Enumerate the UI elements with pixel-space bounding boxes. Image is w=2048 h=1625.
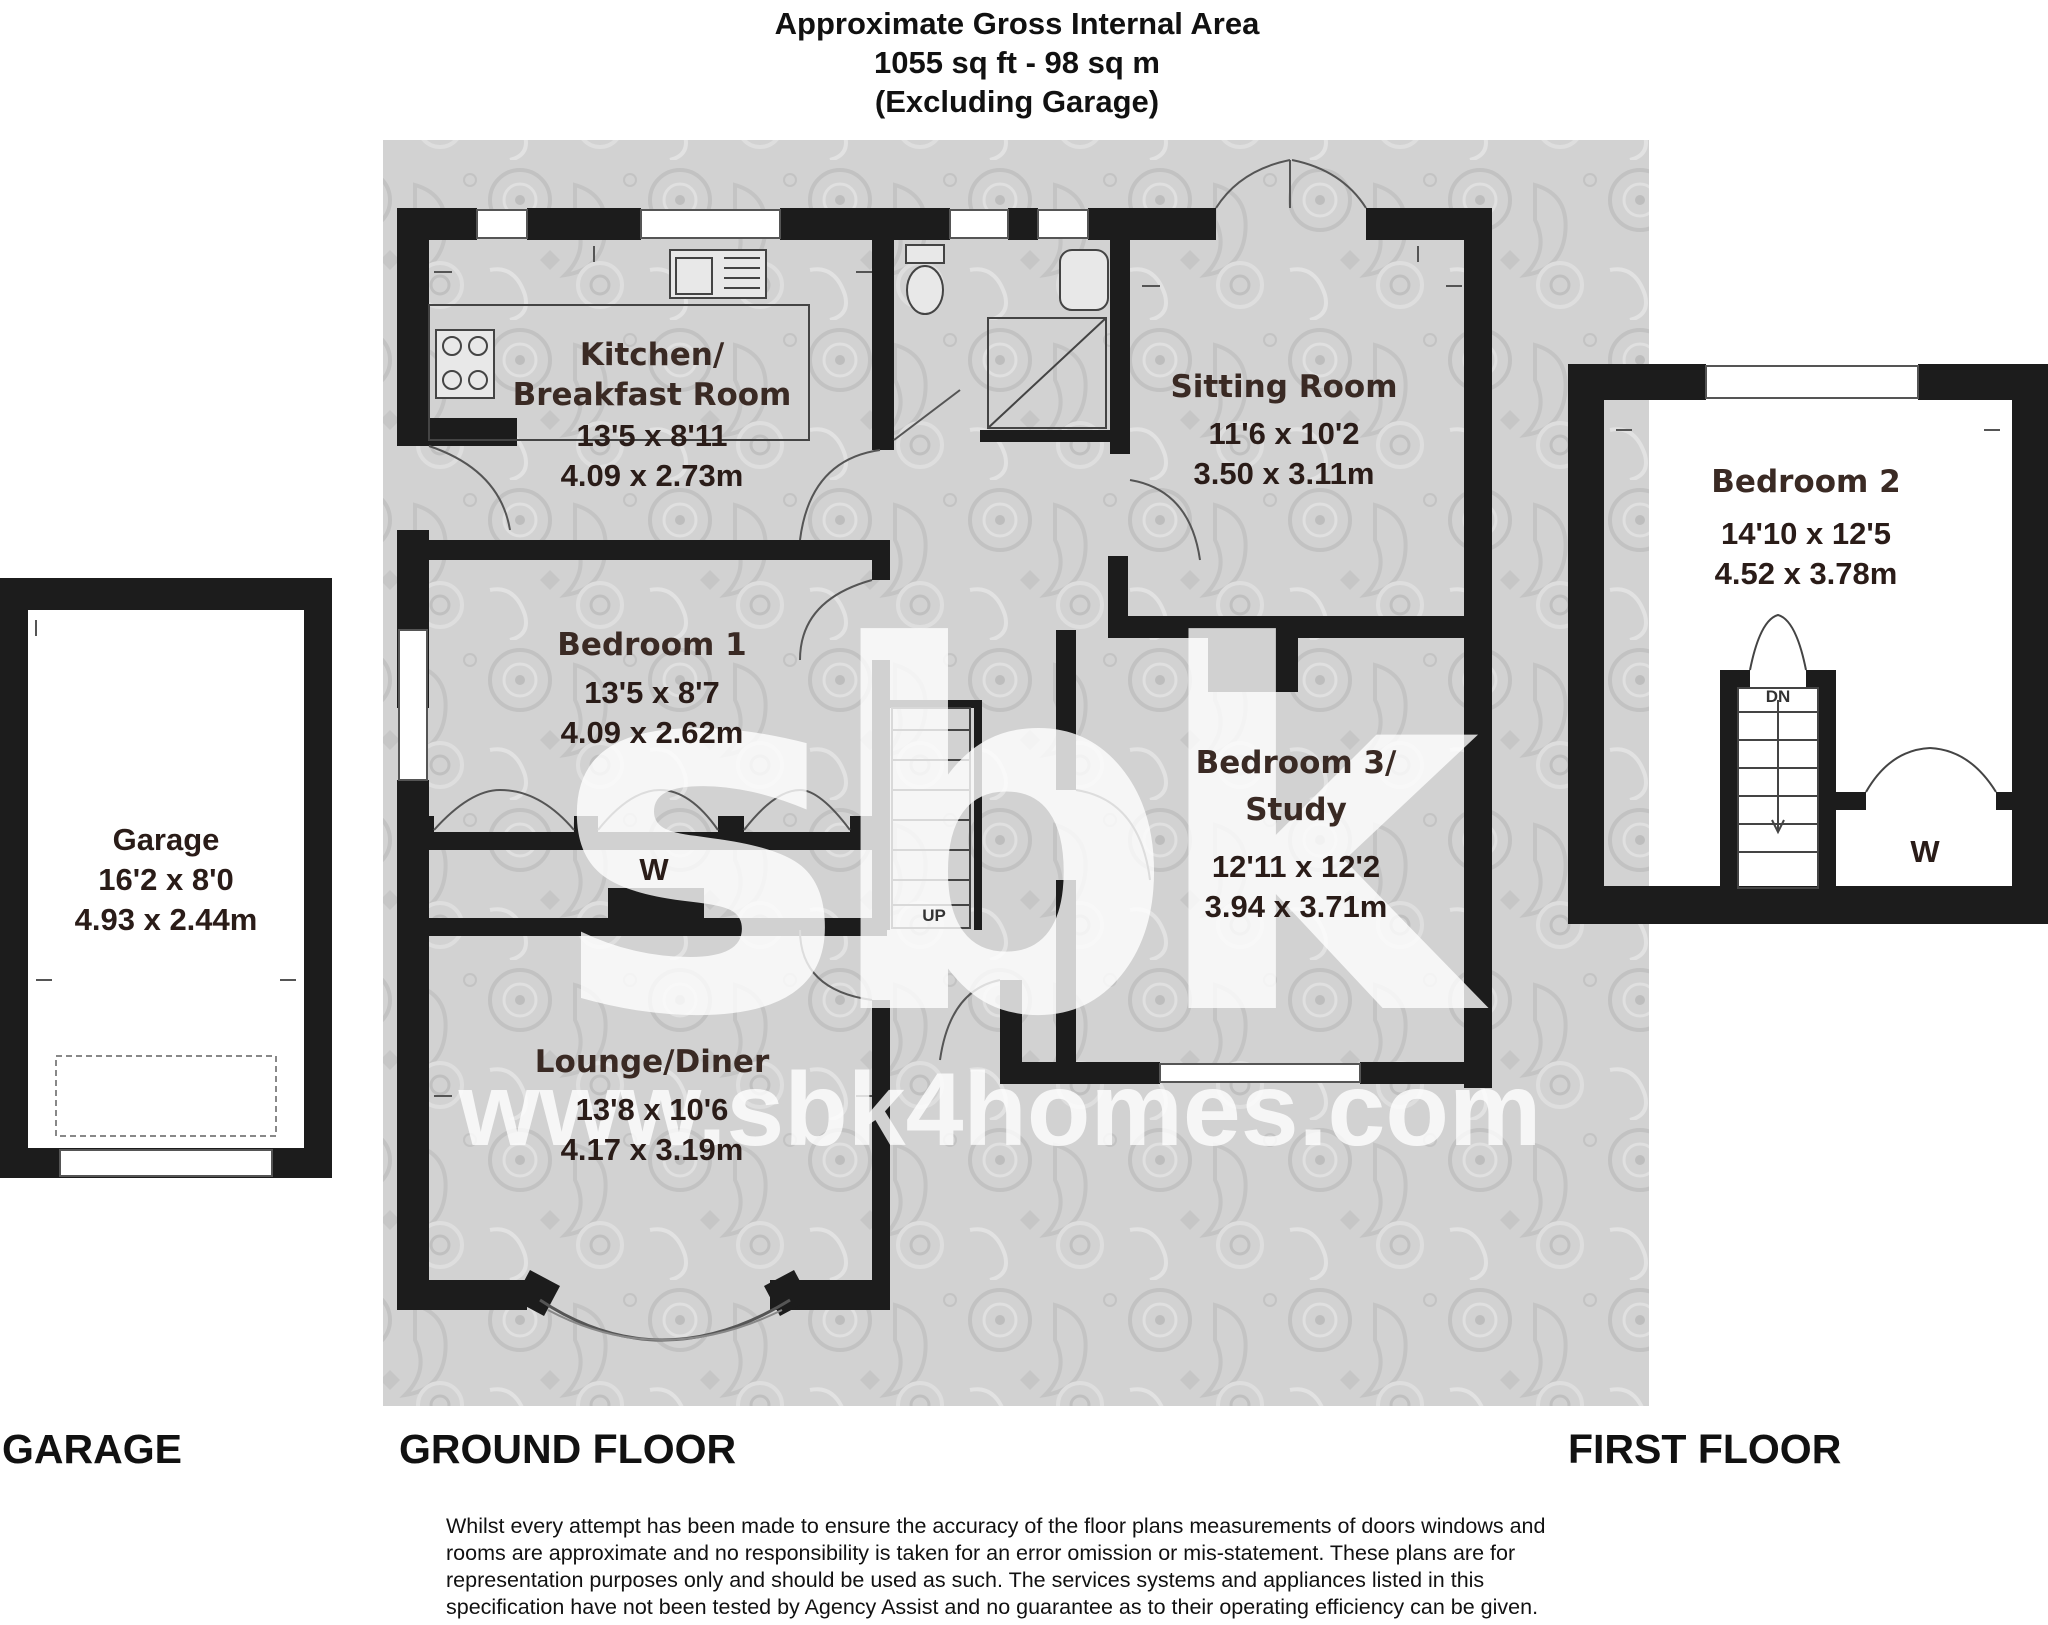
kitchen-fixtures bbox=[428, 249, 810, 441]
bedroom1-name: Bedroom 1 bbox=[557, 627, 746, 663]
lounge-name: Lounge/Diner bbox=[535, 1044, 770, 1080]
area-total: 1055 sq ft - 98 sq m bbox=[873, 45, 1160, 80]
garage-metric: 4.93 x 2.44m bbox=[75, 902, 258, 937]
first-floor-walls bbox=[1568, 364, 2048, 924]
watermark-logo: sbk bbox=[551, 544, 1490, 1126]
garage-imperial: 16'2 x 8'0 bbox=[98, 862, 233, 897]
kitchen-name-1: Kitchen/ bbox=[580, 337, 725, 373]
bedroom2-name: Bedroom 2 bbox=[1711, 464, 1900, 500]
room-sitting: Sitting Room 11'6 x 10'2 3.50 x 3.11m bbox=[1170, 369, 1397, 491]
plan-background bbox=[383, 140, 1649, 1406]
bedroom3-metric: 3.94 x 3.71m bbox=[1205, 889, 1388, 924]
room-kitchen: Kitchen/ Breakfast Room 13'5 x 8'11 4.09… bbox=[513, 337, 792, 493]
french-doors bbox=[1215, 159, 1367, 209]
sitting-metric: 3.50 x 3.11m bbox=[1194, 456, 1375, 491]
stairs-up-label: UP bbox=[922, 906, 946, 925]
lounge-imperial: 13'8 x 10'6 bbox=[576, 1092, 729, 1127]
watermark-url: www.sbk4homes.com bbox=[458, 1052, 1542, 1168]
bedroom2-window bbox=[1705, 365, 1919, 399]
garage-name: Garage bbox=[113, 822, 220, 857]
ground-stairs bbox=[891, 707, 971, 929]
floor-label-first: FIRST FLOOR bbox=[1568, 1426, 1842, 1472]
bedroom1-metric: 4.09 x 2.62m bbox=[561, 715, 744, 750]
bedroom3-name-1: Bedroom 3/ bbox=[1196, 745, 1397, 781]
area-note: (Excluding Garage) bbox=[874, 84, 1160, 119]
floor-label-ground: GROUND FLOOR bbox=[399, 1426, 737, 1472]
room-bedroom3: Bedroom 3/ Study 12'11 x 12'2 3.94 x 3.7… bbox=[1196, 745, 1397, 924]
room-bedroom2: Bedroom 2 14'10 x 12'5 4.52 x 3.78m bbox=[1711, 464, 1900, 591]
sitting-imperial: 11'6 x 10'2 bbox=[1209, 416, 1360, 451]
wardrobe-ground-label: W bbox=[639, 852, 669, 887]
bedroom2-imperial: 14'10 x 12'5 bbox=[1721, 516, 1891, 551]
watermark: sbk www.sbk4homes.com bbox=[458, 544, 1542, 1168]
disclaimer-line-1: Whilst every attempt has been made to en… bbox=[446, 1514, 1546, 1538]
door-swings bbox=[428, 389, 1201, 1061]
disclaimer: Whilst every attempt has been made to en… bbox=[446, 1513, 1646, 1621]
garage-door bbox=[59, 1149, 273, 1177]
garage-door-track bbox=[55, 1055, 277, 1137]
kitchen-imperial: 13'5 x 8'11 bbox=[577, 418, 728, 453]
bedroom3-name-2: Study bbox=[1245, 792, 1347, 828]
room-garage: Garage 16'2 x 8'0 4.93 x 2.44m bbox=[75, 822, 258, 937]
area-title: Approximate Gross Internal Area bbox=[774, 6, 1260, 41]
area-header: Approximate Gross Internal Area 1055 sq … bbox=[0, 4, 2034, 121]
disclaimer-line-4: specification have not been tested by Ag… bbox=[446, 1595, 1539, 1619]
wardrobe-first-label: W bbox=[1910, 834, 1940, 869]
kitchen-metric: 4.09 x 2.73m bbox=[561, 458, 744, 493]
ground-floor-windows bbox=[398, 209, 1361, 1083]
floor-label-garage: GARAGE bbox=[2, 1426, 182, 1472]
disclaimer-line-2: rooms are approximate and no responsibil… bbox=[446, 1541, 1516, 1565]
dimension-arrows bbox=[35, 246, 2000, 1097]
disclaimer-line-3: representation purposes only and should … bbox=[446, 1568, 1485, 1592]
first-floor-stairs bbox=[1737, 613, 1997, 889]
room-bedroom1: Bedroom 1 13'5 x 8'7 4.09 x 2.62m bbox=[557, 627, 746, 750]
bedroom2-metric: 4.52 x 3.78m bbox=[1715, 556, 1898, 591]
bedroom1-imperial: 13'5 x 8'7 bbox=[584, 675, 719, 710]
bedroom3-imperial: 12'11 x 12'2 bbox=[1212, 849, 1380, 884]
lounge-metric: 4.17 x 3.19m bbox=[561, 1132, 744, 1167]
kitchen-name-2: Breakfast Room bbox=[513, 377, 792, 413]
bathroom-fixtures bbox=[905, 244, 1109, 429]
sitting-name: Sitting Room bbox=[1170, 369, 1397, 405]
room-lounge: Lounge/Diner 13'8 x 10'6 4.17 x 3.19m bbox=[535, 1044, 770, 1167]
stairs-down-label: DN bbox=[1766, 687, 1791, 706]
